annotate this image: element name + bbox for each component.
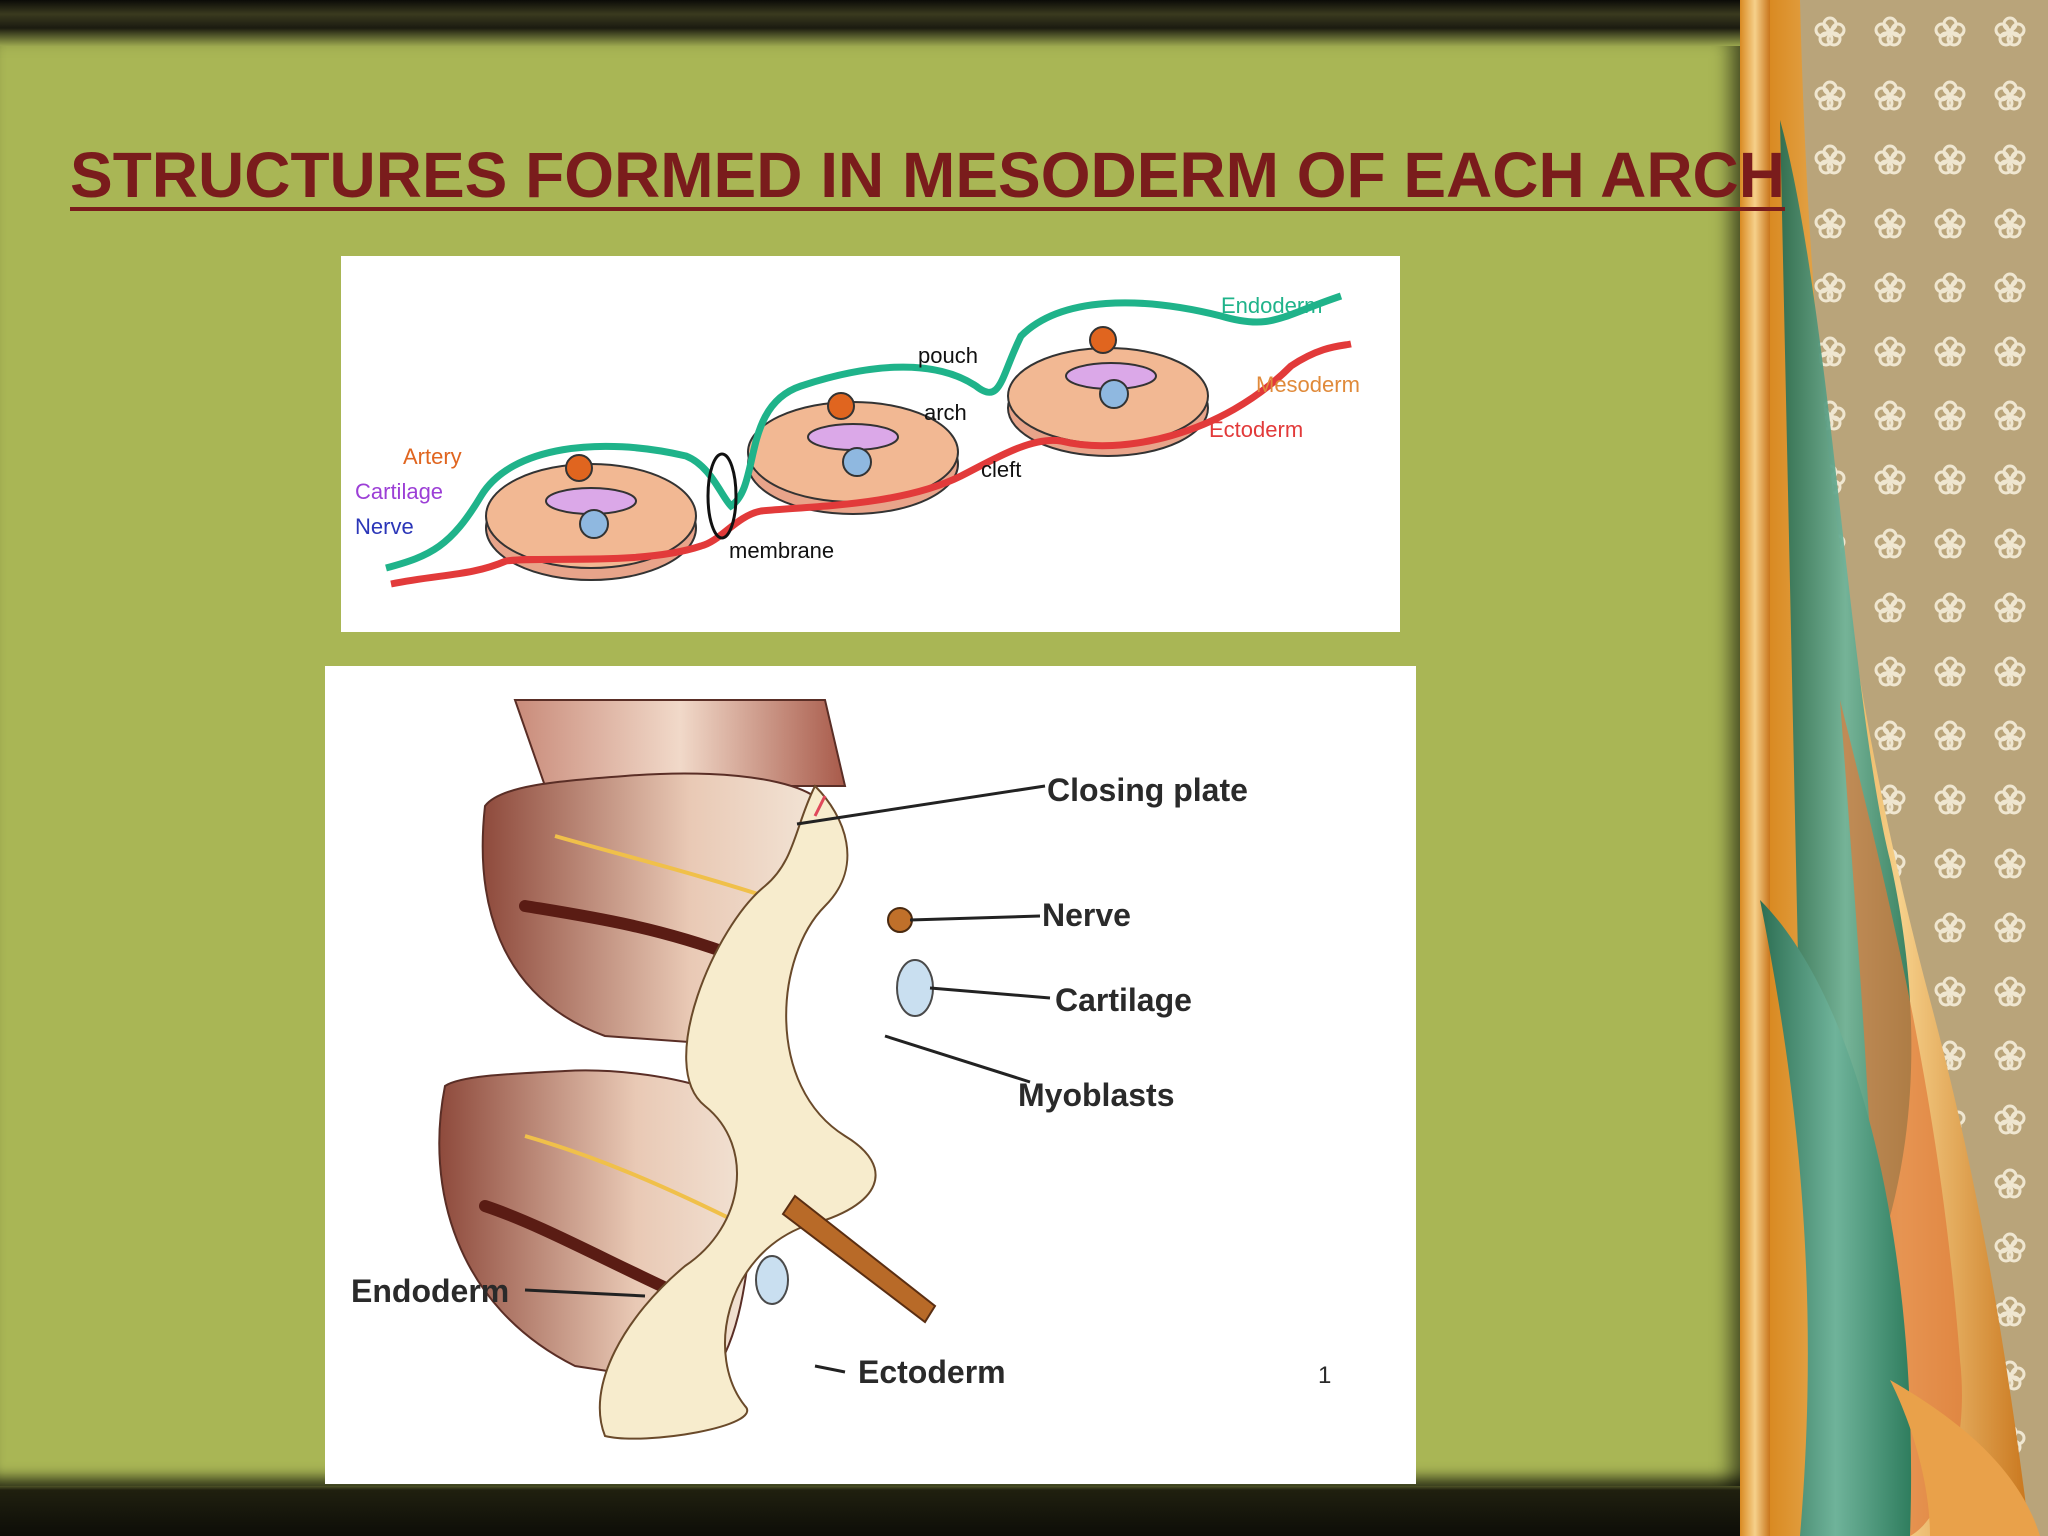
arch-disc-2	[747, 392, 959, 515]
upper-tissue-band	[513, 699, 847, 787]
muscle-rod	[781, 1194, 937, 1324]
ectoderm-outer-layer	[598, 784, 877, 1440]
pharyngeal-arch-schematic: Artery Cartilage Nerve membrane pouch ar…	[341, 256, 1400, 632]
label-ectoderm: Ectoderm	[1209, 417, 1303, 442]
cartilage-lower	[755, 1255, 789, 1305]
pharyngeal-arch-section-illustration: Closing plate Nerve Cartilage Myoblasts …	[325, 666, 1416, 1484]
label-pouch: pouch	[918, 343, 978, 368]
page-mark: 1	[1318, 1362, 1331, 1389]
label-mesoderm: Mesoderm	[1256, 372, 1360, 397]
ectoderm-line	[390, 340, 1352, 588]
label-closing-plate: Closing plate	[1047, 772, 1248, 808]
endoderm-line	[385, 292, 1343, 572]
membrane-outline	[706, 452, 738, 540]
label-myoblasts: Myoblasts	[1018, 1077, 1174, 1113]
label-nerve: Nerve	[1042, 897, 1131, 933]
label-artery: Artery	[403, 444, 462, 469]
label-endoderm: Endoderm	[351, 1273, 509, 1309]
label-arch: arch	[924, 400, 967, 425]
curtain-decoration	[1740, 0, 2048, 1536]
label-endoderm: Endoderm	[1221, 293, 1323, 318]
label-nerve: Nerve	[355, 514, 414, 539]
label-cartilage: Cartilage	[355, 479, 443, 504]
label-ectoderm: Ectoderm	[858, 1354, 1006, 1390]
slide-title: STRUCTURES FORMED IN MESODERM OF EACH AR…	[70, 139, 1785, 211]
cartilage-upper	[896, 959, 934, 1017]
label-membrane: membrane	[729, 538, 834, 563]
arch-disc-1	[485, 454, 697, 581]
label-cleft: cleft	[981, 457, 1021, 482]
label-cartilage: Cartilage	[1055, 982, 1192, 1018]
